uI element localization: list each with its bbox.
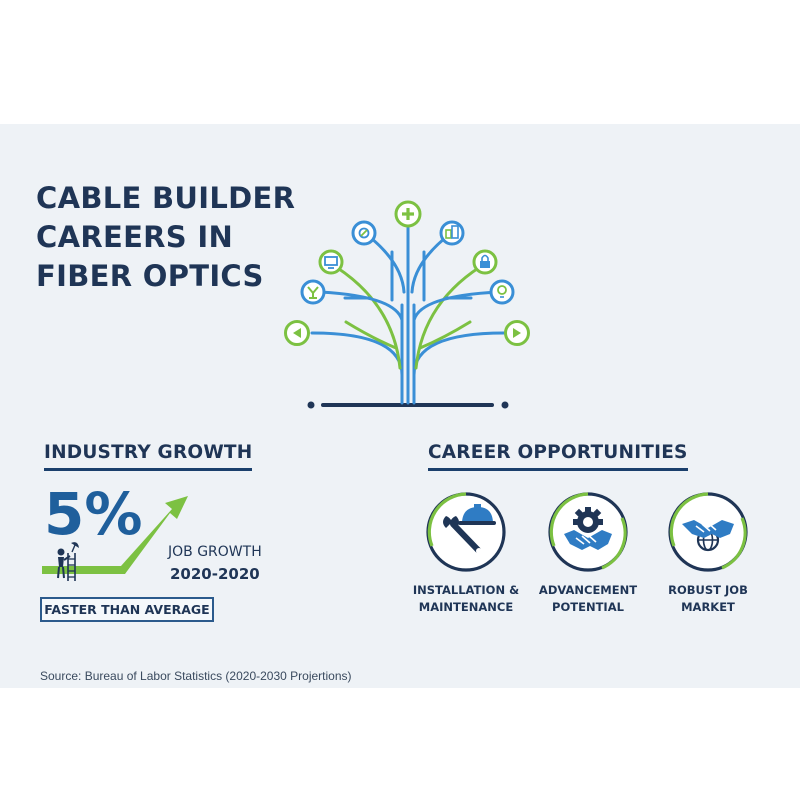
tree-branches [310, 232, 506, 377]
lock-icon [472, 249, 498, 275]
arrow-right-icon [504, 320, 530, 346]
industry-growth-heading: INDUSTRY GROWTH [44, 442, 253, 471]
growth-arrow-icon [42, 496, 188, 574]
award-icon [300, 279, 326, 305]
fiber-tree-illustration [284, 200, 530, 409]
page-title: CABLE BUILDER CAREERS IN FIBER OPTICS [36, 179, 295, 296]
tree-ground-dot-left [307, 401, 315, 409]
opportunity-label-1a: INSTALLATION & [412, 583, 520, 597]
tree-ground-dot-right [501, 401, 509, 409]
job-growth-label: JOB GROWTH 2020-2020 [168, 541, 262, 585]
opportunity-label-2b: POTENTIAL [552, 600, 624, 614]
infographic-card: CABLE BUILDER CAREERS IN FIBER OPTICS [0, 124, 800, 688]
opportunity-label-3a: ROBUST JOB [668, 583, 748, 597]
compass-icon [351, 220, 377, 246]
career-opportunities-heading: CAREER OPPORTUNITIES [428, 442, 688, 471]
buildings-icon [439, 220, 465, 246]
growth-percent: 5% [44, 480, 143, 548]
title-line-1: CABLE BUILDER [36, 181, 296, 215]
gear-handshake-icon [548, 492, 628, 572]
bulb-icon [489, 279, 515, 305]
job-growth-years: 2020-2020 [170, 565, 260, 583]
opportunity-label-3b: MARKET [681, 600, 735, 614]
plus-icon [394, 200, 422, 228]
title-line-3: FIBER OPTICS [36, 259, 264, 293]
opportunity-job-market: ROBUST JOB MARKET [648, 490, 768, 616]
title-line-2: CAREERS IN [36, 220, 234, 254]
growth-arrow-graphic [42, 496, 188, 581]
opportunity-label-1b: MAINTENANCE [418, 600, 514, 614]
technician-icon [57, 542, 79, 581]
opportunity-installation: INSTALLATION & MAINTENANCE [406, 490, 526, 616]
opportunity-label-2a: ADVANCEMENT [538, 583, 638, 597]
arrow-left-icon [284, 320, 310, 346]
faster-than-average-badge: FASTER THAN AVERAGE [40, 597, 214, 622]
globe-handshake-icon [668, 492, 748, 572]
source-citation: Source: Bureau of Labor Statistics (2020… [40, 669, 352, 683]
opportunity-advancement: ADVANCEMENT POTENTIAL [528, 490, 648, 616]
tree-trunk [400, 223, 416, 405]
monitor-icon [318, 249, 344, 275]
job-growth-text: JOB GROWTH [168, 544, 262, 560]
hard-hat-wrench-icon [426, 492, 506, 572]
